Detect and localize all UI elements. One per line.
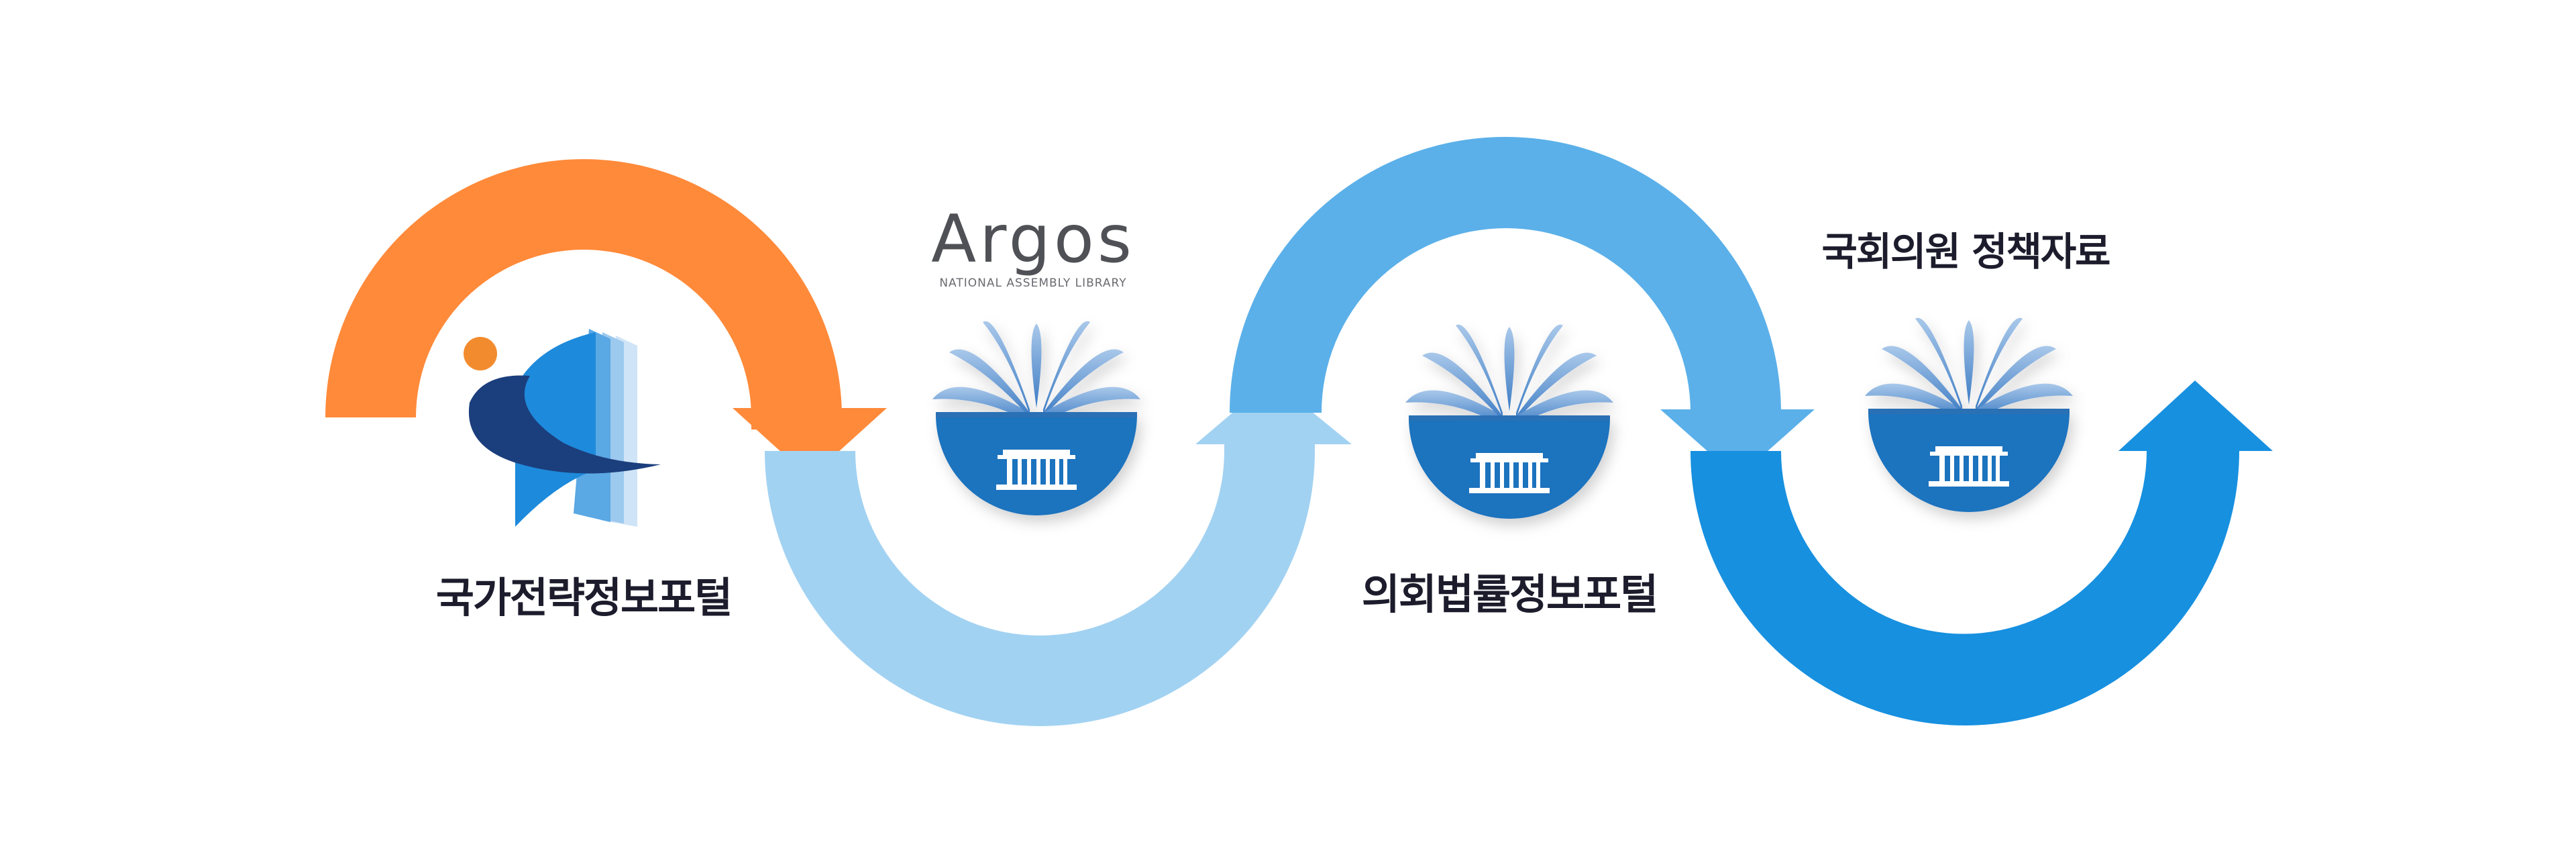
- assembly-library-emblem-2: [1405, 324, 1613, 519]
- logo-orange-dot: [464, 337, 497, 370]
- logo-book-blue: [515, 332, 596, 527]
- argos-logo-title: Argos: [931, 201, 1135, 278]
- portal-label-law: 의회법률정보포털: [1361, 570, 1658, 619]
- portal-label-strategy: 국가전략정보포털: [435, 573, 733, 622]
- strategy-portal-logo: [464, 329, 661, 527]
- arrow-mid-blue: [1230, 137, 1815, 478]
- logo-swoosh-navy: [468, 375, 661, 474]
- building-icon: [1469, 453, 1550, 493]
- building-icon: [996, 450, 1077, 490]
- arrow-orange: [325, 159, 887, 478]
- assembly-library-emblem-3: [1865, 317, 2073, 512]
- portal-label-policy: 국회의원 정책자료: [1821, 229, 2110, 274]
- argos-logo-subtitle: NATIONAL ASSEMBLY LIBRARY: [939, 276, 1127, 290]
- arrow-blue: [1690, 381, 2273, 725]
- building-icon: [1929, 446, 2009, 487]
- assembly-library-emblem-1: [932, 321, 1140, 515]
